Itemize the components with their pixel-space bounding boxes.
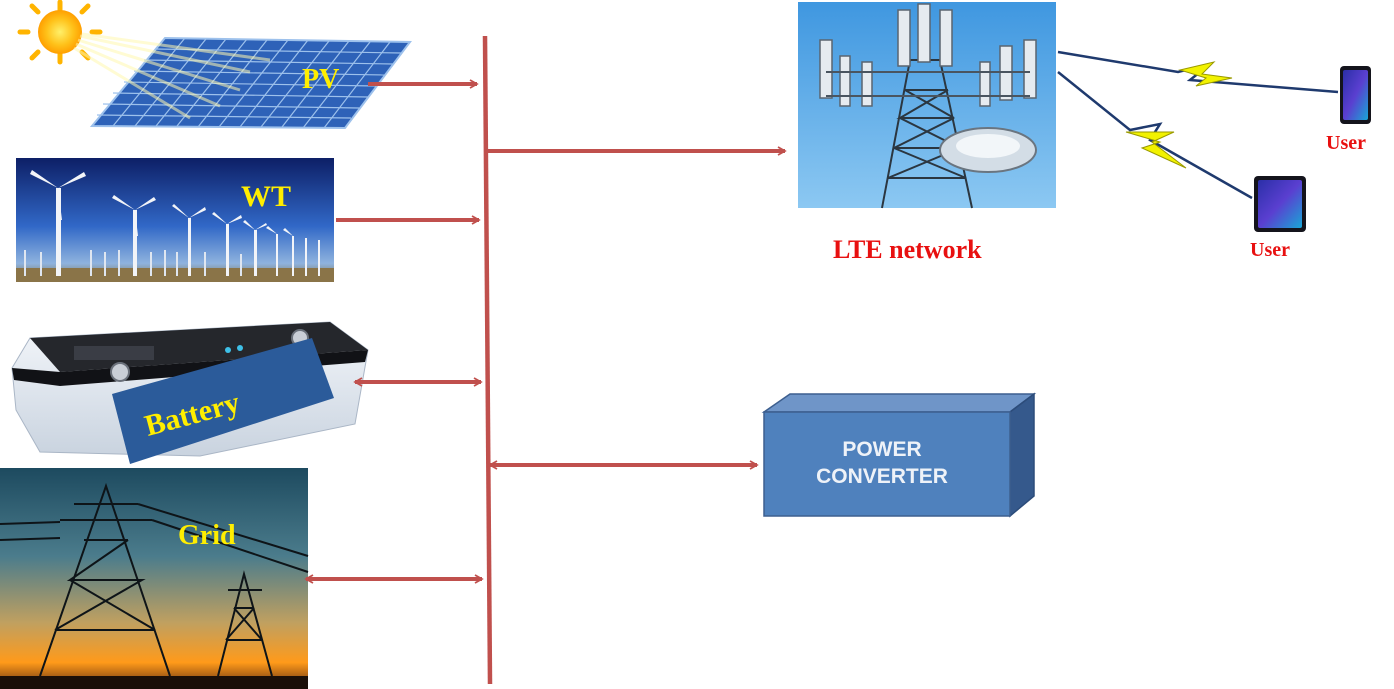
- converter-label-line1: POWER: [842, 438, 921, 461]
- grid-image: Grid: [0, 468, 309, 689]
- user-label-bottom: User: [1250, 239, 1290, 261]
- user-device-bottom: User: [1250, 176, 1306, 261]
- sun-icon: [17, 0, 103, 65]
- wt-image: WT: [16, 158, 334, 282]
- wt-label: WT: [241, 180, 291, 213]
- user-device-top: User: [1326, 66, 1371, 154]
- lte-network-label: LTE network: [833, 235, 982, 264]
- power-converter-box: POWER CONVERTER: [761, 392, 1037, 518]
- dc-bus: [482, 35, 493, 685]
- converter-label-line2: CONVERTER: [816, 465, 948, 488]
- pv-image: PV: [17, 0, 412, 130]
- phone-icon: [1258, 180, 1302, 228]
- lte-tower-image: LTE network: [798, 2, 1056, 264]
- lightning-icon: [1178, 61, 1233, 87]
- user-label-top: User: [1326, 132, 1366, 154]
- phone-icon: [1343, 70, 1368, 120]
- wireless-links: [1057, 50, 1339, 200]
- battery-image: Battery: [11, 321, 369, 464]
- grid-label: Grid: [178, 520, 236, 551]
- dish-icon: [939, 127, 1037, 173]
- pv-label: PV: [302, 64, 339, 95]
- lightning-icon: [1125, 131, 1187, 169]
